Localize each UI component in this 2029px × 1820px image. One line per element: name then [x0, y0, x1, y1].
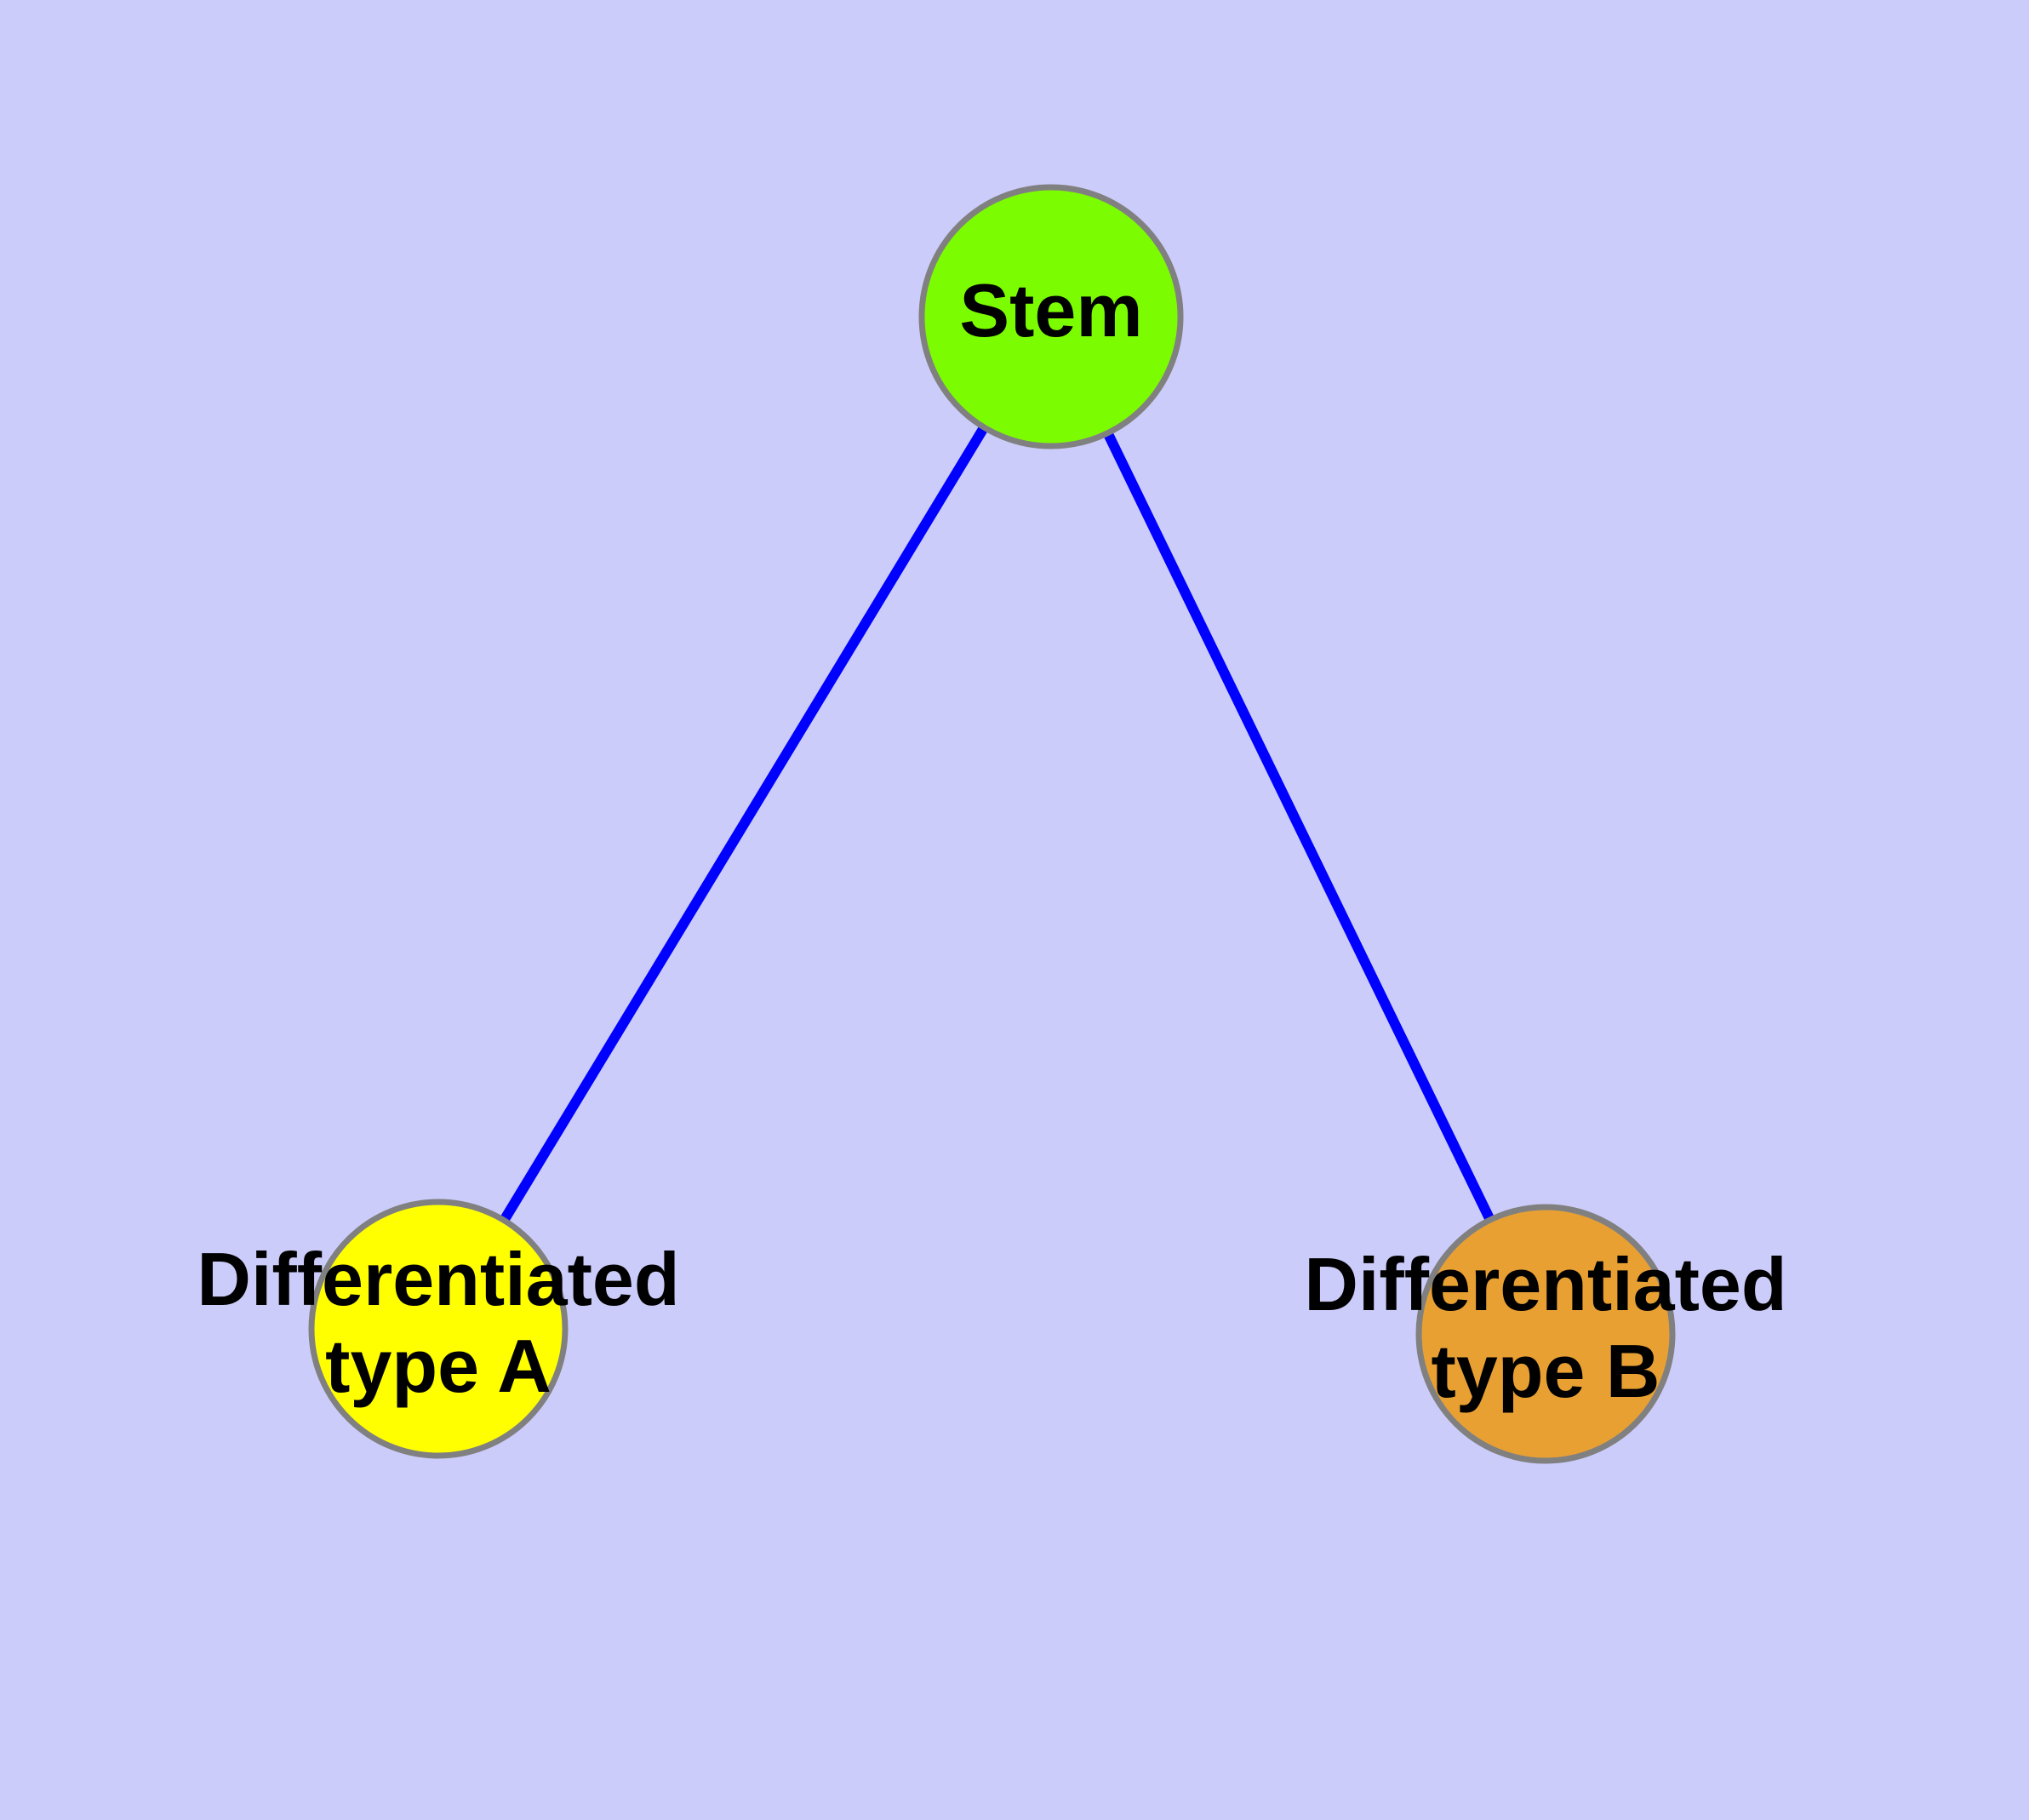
node-label-line: type B	[1432, 1329, 1660, 1413]
node-label-line: Stem	[959, 268, 1142, 352]
edge-stem-to-diff_a[interactable]	[499, 423, 990, 1225]
node-circle-stem[interactable]	[918, 184, 1184, 449]
edges-layer	[499, 423, 1496, 1225]
nodes-layer	[308, 184, 1676, 1464]
node-label-line: Differentiated	[197, 1237, 679, 1321]
edge-stem-to-diff_b[interactable]	[1102, 429, 1496, 1224]
node-label-line: Differentiated	[1304, 1242, 1786, 1326]
node-label-stem: Stem	[959, 268, 1142, 352]
node-label-line: type A	[325, 1324, 552, 1408]
node-circle-diff_b[interactable]	[1415, 1204, 1676, 1464]
node-circle-diff_a[interactable]	[308, 1199, 569, 1459]
